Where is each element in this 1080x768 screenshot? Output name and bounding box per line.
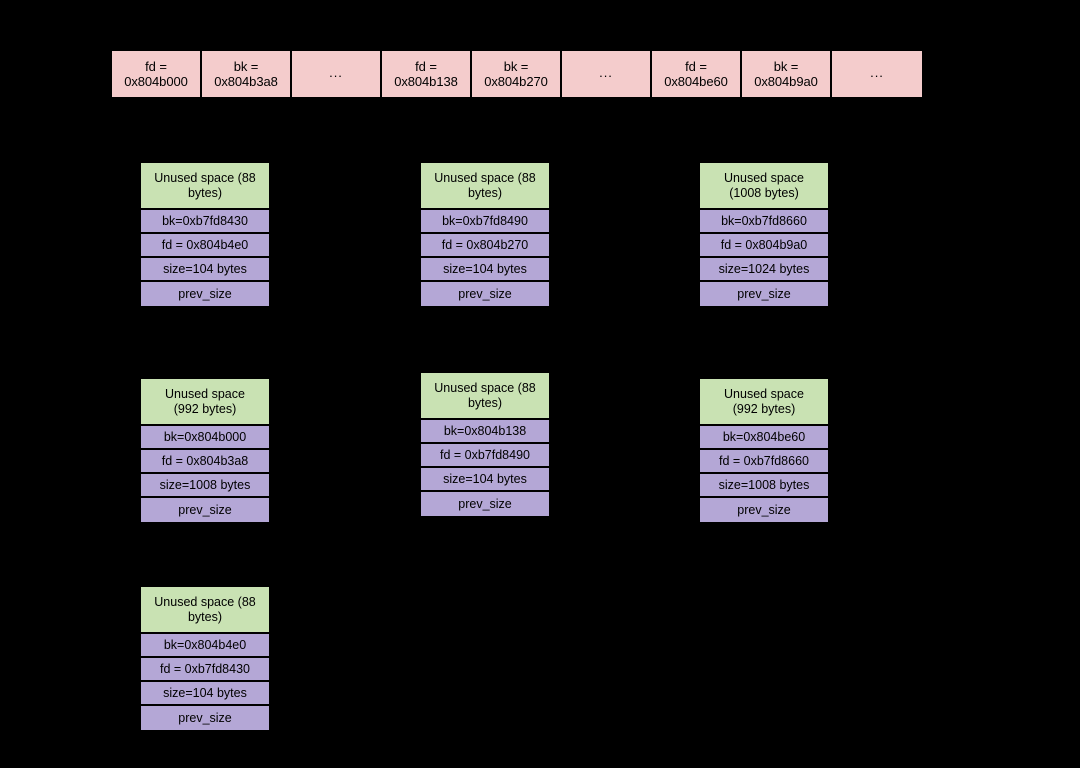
unused-space-line2: (992 bytes) [173,401,237,416]
unused-space-line2: (1008 bytes) [729,185,799,200]
bin-cell-bk-4[interactable]: bk = 0x804b270 [472,51,562,97]
chunk-size-field: size=1008 bytes [700,474,828,498]
chunk-prev-size-field: prev_size [141,706,269,730]
chunk-size-field: size=104 bytes [141,682,269,706]
bin-cell-value: 0x804b000 [124,74,188,89]
unused-space-line1: Unused space (88 [434,170,536,185]
ellipsis-glyph: ... [599,65,613,80]
unused-space-line1: Unused space [724,170,804,185]
unused-space-line2: (992 bytes) [732,401,796,416]
unused-space-line2: bytes) [187,609,223,624]
chunk-r2c1[interactable]: Unused space (992 bytes) bk=0x804b000 fd… [139,377,271,524]
chunk-bk-field: bk=0x804b4e0 [141,634,269,658]
chunk-r2c3[interactable]: Unused space (992 bytes) bk=0x804be60 fd… [698,377,830,524]
chunk-prev-size-field: prev_size [700,282,828,306]
bin-pointer-bar: fd = 0x804b000 bk = 0x804b3a8 ... fd = 0… [110,49,924,99]
chunk-size-field: size=104 bytes [421,258,549,282]
unused-space-line1: Unused space (88 [154,594,256,609]
chunk-fd-field: fd = 0xb7fd8660 [700,450,828,474]
bin-cell-ellipsis-8: ... [832,51,922,97]
bin-cell-fd-3[interactable]: fd = 0x804b138 [382,51,472,97]
unused-space-line2: bytes) [467,185,503,200]
chunk-size-field: size=1024 bytes [700,258,828,282]
chunk-fd-field: fd = 0x804b3a8 [141,450,269,474]
bin-cell-bk-7[interactable]: bk = 0x804b9a0 [742,51,832,97]
bin-cell-value: 0x804b270 [484,74,548,89]
bin-cell-value: 0x804b9a0 [754,74,818,89]
bin-cell-ellipsis-5: ... [562,51,652,97]
unused-space-line1: Unused space [165,386,245,401]
chunk-size-field: size=104 bytes [421,468,549,492]
chunk-unused-space: Unused space (992 bytes) [141,379,269,426]
bin-cell-value: 0x804b3a8 [214,74,278,89]
chunk-fd-field: fd = 0xb7fd8490 [421,444,549,468]
chunk-fd-field: fd = 0x804b9a0 [700,234,828,258]
unused-space-line1: Unused space (88 [434,380,536,395]
chunk-bk-field: bk=0x804be60 [700,426,828,450]
chunk-bk-field: bk=0xb7fd8430 [141,210,269,234]
chunk-fd-field: fd = 0x804b270 [421,234,549,258]
bin-cell-value: 0x804be60 [664,74,728,89]
chunk-r3c1[interactable]: Unused space (88 bytes) bk=0x804b4e0 fd … [139,585,271,732]
chunk-r2c2[interactable]: Unused space (88 bytes) bk=0x804b138 fd … [419,371,551,518]
bin-cell-label: bk = [233,59,259,74]
bin-cell-value: 0x804b138 [394,74,458,89]
chunk-bk-field: bk=0xb7fd8660 [700,210,828,234]
bin-cell-bk-1[interactable]: bk = 0x804b3a8 [202,51,292,97]
chunk-fd-field: fd = 0x804b4e0 [141,234,269,258]
ellipsis-glyph: ... [870,65,884,80]
chunk-r1c1[interactable]: Unused space (88 bytes) bk=0xb7fd8430 fd… [139,161,271,308]
chunk-bk-field: bk=0xb7fd8490 [421,210,549,234]
chunk-unused-space: Unused space (88 bytes) [141,163,269,210]
bin-cell-label: bk = [503,59,529,74]
ellipsis-glyph: ... [329,65,343,80]
unused-space-line1: Unused space (88 [154,170,256,185]
chunk-prev-size-field: prev_size [141,498,269,522]
chunk-unused-space: Unused space (88 bytes) [421,373,549,420]
chunk-prev-size-field: prev_size [141,282,269,306]
bin-cell-label: fd = [685,59,707,74]
chunk-size-field: size=104 bytes [141,258,269,282]
chunk-bk-field: bk=0x804b000 [141,426,269,450]
chunk-r1c2[interactable]: Unused space (88 bytes) bk=0xb7fd8490 fd… [419,161,551,308]
bin-cell-label: fd = [415,59,437,74]
chunk-unused-space: Unused space (992 bytes) [700,379,828,426]
bin-cell-label: fd = [145,59,167,74]
chunk-prev-size-field: prev_size [700,498,828,522]
unused-space-line1: Unused space [724,386,804,401]
chunk-unused-space: Unused space (88 bytes) [141,587,269,634]
chunk-size-field: size=1008 bytes [141,474,269,498]
unused-space-line2: bytes) [187,185,223,200]
chunk-bk-field: bk=0x804b138 [421,420,549,444]
chunk-unused-space: Unused space (88 bytes) [421,163,549,210]
bin-cell-ellipsis-2: ... [292,51,382,97]
unused-space-line2: bytes) [467,395,503,410]
chunk-prev-size-field: prev_size [421,492,549,516]
bin-cell-fd-0[interactable]: fd = 0x804b000 [112,51,202,97]
bin-cell-label: bk = [773,59,799,74]
chunk-r1c3[interactable]: Unused space (1008 bytes) bk=0xb7fd8660 … [698,161,830,308]
chunk-prev-size-field: prev_size [421,282,549,306]
bin-cell-fd-6[interactable]: fd = 0x804be60 [652,51,742,97]
chunk-unused-space: Unused space (1008 bytes) [700,163,828,210]
chunk-fd-field: fd = 0xb7fd8430 [141,658,269,682]
